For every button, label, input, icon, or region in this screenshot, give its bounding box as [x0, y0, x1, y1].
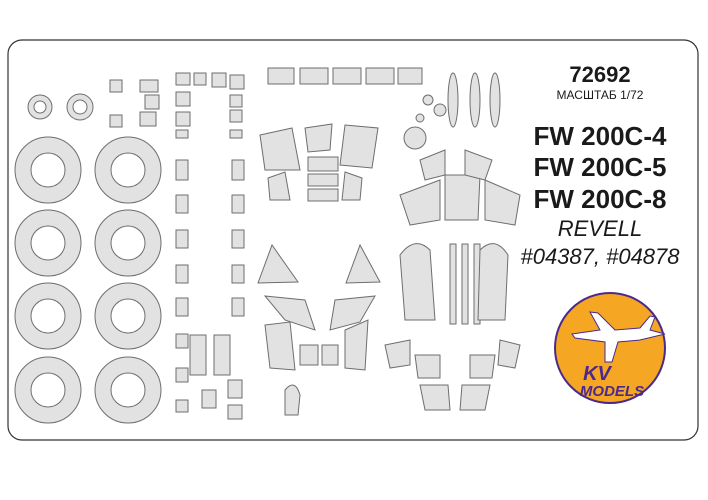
- mask-piece: [175, 159, 189, 181]
- wheel-hub: [30, 298, 66, 334]
- mask-piece: [109, 114, 123, 128]
- mask-piece: [267, 67, 295, 85]
- mask-piece: [365, 67, 395, 85]
- mask-piece: [229, 129, 243, 139]
- mask-piece: [175, 111, 191, 127]
- mask-piece: [231, 297, 245, 317]
- mask-piece: [332, 67, 362, 85]
- canopy-mask: [484, 179, 521, 226]
- canopy-mask: [444, 174, 481, 221]
- canopy-mask: [414, 354, 441, 379]
- mask-piece: [211, 72, 227, 88]
- canopy-mask: [464, 149, 493, 181]
- mask-piece: [231, 194, 245, 214]
- mask-circle: [433, 103, 447, 117]
- kit-numbers: #04387, #04878: [520, 244, 680, 269]
- mask-piece: [175, 367, 189, 383]
- wheel-hub: [30, 372, 66, 408]
- mask-piece: [144, 94, 160, 110]
- mask-piece: [175, 129, 189, 139]
- canopy-mask: [263, 295, 316, 331]
- canopy-mask: [419, 149, 446, 181]
- mask-piece: [175, 264, 189, 284]
- canopy-mask: [345, 243, 381, 284]
- canopy-mask: [469, 354, 496, 379]
- canopy-mask: [339, 124, 379, 169]
- canopy-mask: [497, 339, 521, 369]
- mask-piece: [175, 333, 189, 349]
- logo-kv: KV: [583, 363, 612, 385]
- mask-piece: [201, 389, 217, 409]
- canopy-mask: [259, 127, 301, 171]
- mask-circle: [422, 94, 434, 106]
- propeller-mask: [469, 72, 481, 128]
- canopy-mask: [477, 243, 509, 321]
- mask-piece: [139, 111, 157, 127]
- canopy-mask: [284, 384, 301, 416]
- mask-circle: [403, 126, 427, 150]
- mask-piece: [231, 159, 245, 181]
- canopy-mask: [341, 171, 363, 201]
- mask-piece: [229, 94, 243, 108]
- canopy-mask: [399, 179, 441, 226]
- wheel-hub: [110, 298, 146, 334]
- canopy-mask: [264, 321, 296, 371]
- mask-piece: [307, 156, 339, 172]
- mask-piece: [227, 379, 243, 399]
- mask-circle: [415, 113, 425, 123]
- kit-brand: REVELL: [557, 216, 643, 241]
- mask-piece: [139, 79, 159, 93]
- canopy-mask: [299, 344, 319, 366]
- canopy-mask: [304, 123, 333, 153]
- model-name: FW 200C-4: [533, 121, 667, 151]
- logo-models: MODELS: [580, 383, 644, 400]
- propeller-mask: [489, 72, 501, 128]
- mask-piece: [307, 188, 339, 202]
- mask-piece: [229, 74, 245, 90]
- mask-piece: [109, 79, 123, 93]
- mask-piece: [193, 72, 207, 86]
- canopy-mask: [257, 243, 299, 284]
- canopy-mask: [419, 384, 451, 411]
- canopy-mask: [399, 243, 436, 321]
- wheel-hub: [110, 225, 146, 261]
- wheel-hub: [110, 372, 146, 408]
- wheel-hub: [30, 225, 66, 261]
- wheel-hub: [30, 152, 66, 188]
- wheel-hub: [33, 100, 47, 114]
- wheel-hub: [72, 99, 88, 115]
- model-name: FW 200C-8: [533, 184, 667, 214]
- scale-label: МАСШТАБ 1/72: [556, 88, 644, 102]
- mask-piece: [299, 67, 329, 85]
- wheel-hub: [110, 152, 146, 188]
- canopy-mask: [384, 339, 411, 369]
- mask-piece: [461, 243, 469, 325]
- mask-piece: [227, 404, 243, 420]
- product-code: 72692: [569, 62, 631, 87]
- mask-piece: [449, 243, 457, 325]
- kv-models-logo: KV MODELS: [554, 292, 666, 404]
- model-name: FW 200C-5: [533, 152, 667, 182]
- airplane-icon: [571, 311, 666, 363]
- mask-piece: [307, 173, 339, 187]
- mask-piece: [175, 399, 189, 413]
- canopy-mask: [459, 384, 491, 411]
- mask-piece: [231, 229, 245, 249]
- canopy-mask: [344, 319, 369, 371]
- canopy-mask: [267, 171, 291, 201]
- mask-piece: [175, 91, 191, 107]
- mask-piece: [397, 67, 423, 85]
- mask-piece: [175, 194, 189, 214]
- mask-piece: [175, 297, 189, 317]
- mask-shapes: [14, 67, 521, 424]
- mask-piece: [229, 109, 243, 123]
- mask-piece: [189, 334, 207, 376]
- propeller-mask: [447, 72, 459, 128]
- mask-piece: [175, 72, 191, 86]
- mask-piece: [175, 229, 189, 249]
- mask-piece: [213, 334, 231, 376]
- canopy-mask: [329, 295, 376, 331]
- canopy-mask: [321, 344, 339, 366]
- mask-piece: [231, 264, 245, 284]
